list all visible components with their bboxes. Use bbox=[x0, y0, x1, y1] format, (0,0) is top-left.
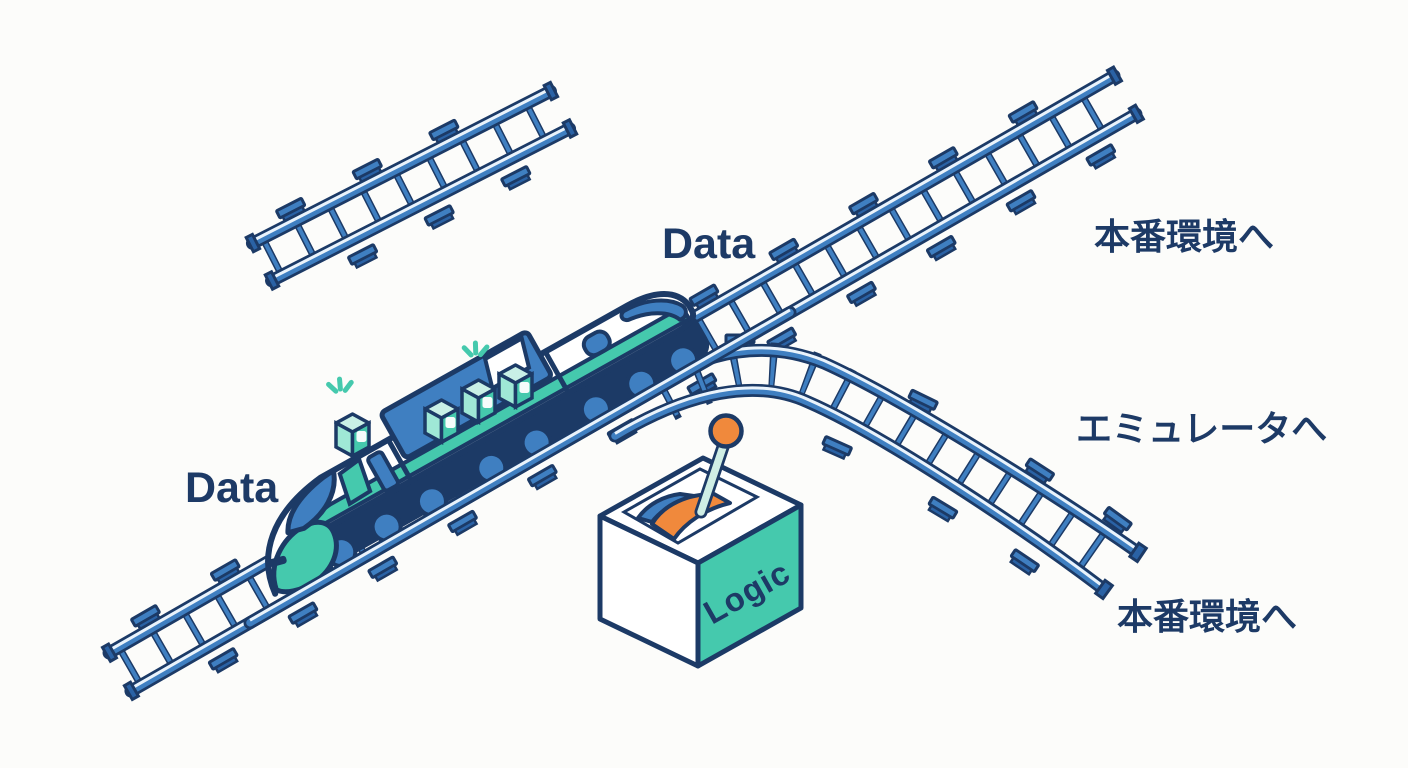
near-rail-overlay bbox=[243, 306, 797, 630]
car-separator bbox=[386, 438, 412, 480]
cab-door bbox=[366, 450, 400, 493]
switch-slot-outline bbox=[620, 467, 761, 545]
train-headlight bbox=[268, 555, 287, 567]
data-packet-cubes bbox=[326, 340, 534, 459]
label-data-rear: Data bbox=[662, 220, 756, 268]
label-branch-production-top: 本番環境へ bbox=[1094, 216, 1274, 257]
label-branch-emulator: エミュレータへ bbox=[1076, 408, 1327, 449]
rear-car-window bbox=[581, 329, 612, 358]
switch-box-right-face bbox=[695, 502, 804, 669]
rear-crescent-window bbox=[619, 298, 688, 323]
train-windshield bbox=[285, 468, 337, 536]
label-data-front: Data bbox=[185, 464, 279, 512]
rail-end-cap bbox=[1093, 578, 1115, 601]
switch-slot-orange bbox=[650, 492, 732, 541]
curve-sleeper-blocks bbox=[724, 333, 1133, 577]
switch-lever bbox=[694, 413, 744, 519]
car-separator bbox=[542, 349, 569, 392]
label-branch-production-bottom: 本番環境へ bbox=[1117, 596, 1297, 637]
rail-end-cap bbox=[1127, 541, 1149, 564]
data-train bbox=[265, 291, 710, 597]
mid-car-window bbox=[482, 335, 532, 392]
lever-knob bbox=[708, 413, 744, 449]
logic-switch-box: Logic bbox=[597, 413, 804, 669]
cab-side-window bbox=[337, 456, 373, 507]
train-underframe bbox=[293, 313, 710, 572]
